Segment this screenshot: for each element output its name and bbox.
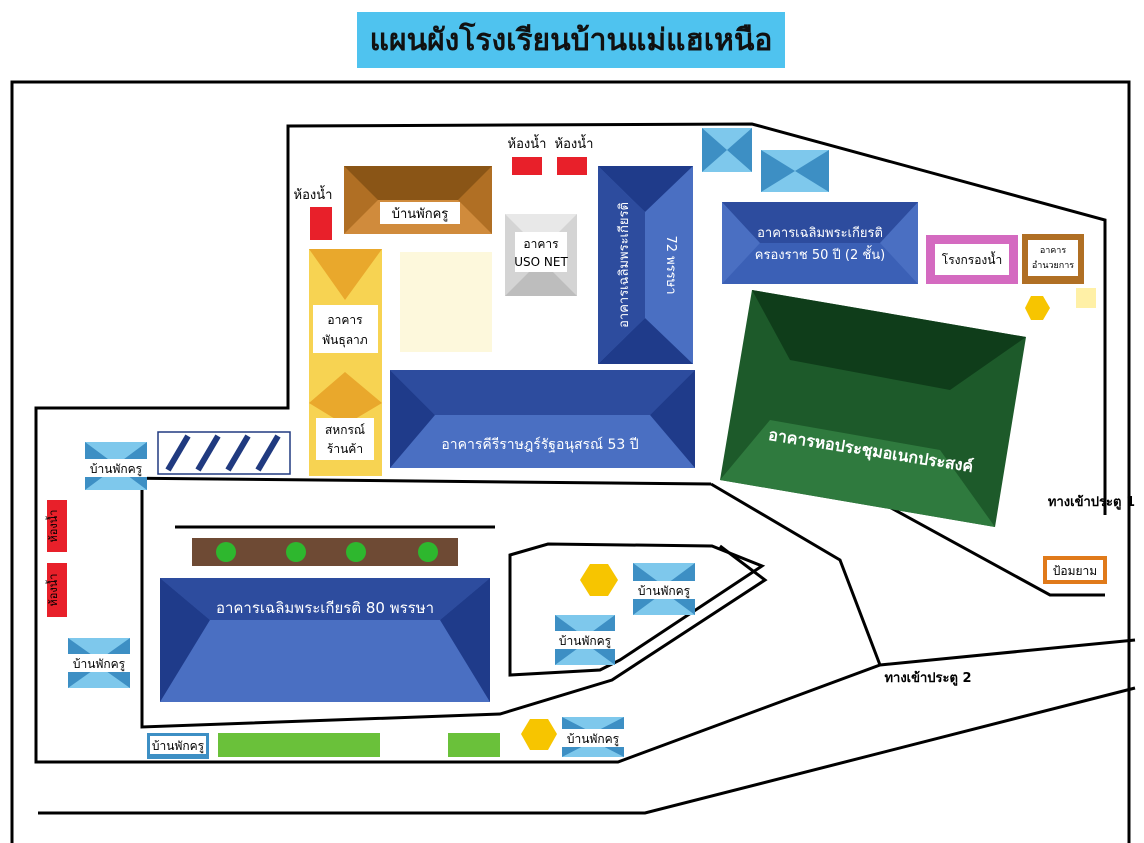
reign50-label-1: อาคารเฉลิมพระเกียรติ bbox=[757, 225, 883, 241]
admin-label-1: อาคาร bbox=[1040, 246, 1067, 256]
building-72-years[interactable]: อาคารเฉลิมพระเกียรติ 72 พรรษา bbox=[598, 166, 693, 364]
kiri-label: อาคารคีรีราษฎร์รัฐอนุสรณ์ 53 ปี bbox=[441, 436, 638, 453]
coop-shop[interactable]: สหกรณ์ ร้านค้า bbox=[309, 403, 382, 476]
outer-boundary bbox=[10, 80, 1131, 843]
guard-post-label: ป้อมยาม bbox=[1053, 564, 1097, 578]
hexagon-island bbox=[580, 564, 618, 596]
coop-label-2: ร้านค้า bbox=[327, 442, 363, 456]
teacher-house-top[interactable]: บ้านพักครู bbox=[344, 166, 492, 234]
phan-label-1: อาคาร bbox=[327, 313, 363, 327]
uso-net-building[interactable]: อาคาร USO NET bbox=[505, 214, 577, 296]
map-title-text: แผนผังโรงเรียนบ้านแม่แฮเหนือ bbox=[369, 22, 773, 58]
grass-strip-2 bbox=[448, 733, 500, 757]
inner-block-boundary bbox=[119, 476, 712, 486]
map-title: แผนผังโรงเรียนบ้านแม่แฮเหนือ bbox=[357, 12, 785, 68]
campus-boundary bbox=[34, 122, 1136, 764]
gate-2-label: ทางเข้าประตู 2 bbox=[884, 670, 971, 686]
road-line-lower bbox=[38, 686, 1136, 815]
teacher-house-left-1-label: บ้านพักครู bbox=[90, 462, 143, 477]
toilet-left-1[interactable]: ห้องน้ำ bbox=[45, 500, 67, 552]
teacher-house-left-2[interactable]: บ้านพักครู bbox=[68, 638, 130, 688]
garden-strip bbox=[192, 538, 458, 566]
building-80-years[interactable]: อาคารเฉลิมพระเกียรติ 80 พรรษา bbox=[160, 578, 490, 702]
parking-area bbox=[157, 431, 291, 475]
inner-road bbox=[710, 482, 882, 666]
uso-net-label-1: อาคาร bbox=[523, 237, 559, 251]
toilet-left-2[interactable]: ห้องน้ำ bbox=[45, 563, 67, 617]
hexagon-top-right bbox=[1025, 296, 1050, 320]
toilet-left-2-label: ห้องน้ำ bbox=[45, 574, 60, 607]
phan-building[interactable]: อาคาร พันธุลาภ bbox=[309, 249, 382, 403]
teacher-house-island-2-label: บ้านพักครู bbox=[559, 634, 612, 649]
teacher-house-top-label: บ้านพักครู bbox=[392, 207, 449, 222]
toilet-top-2-label: ห้องน้ำ bbox=[555, 134, 594, 152]
building-80-label: อาคารเฉลิมพระเกียรติ 80 พรรษา bbox=[216, 599, 434, 617]
toilet-left-top[interactable]: ห้องน้ำ bbox=[294, 185, 333, 240]
uso-net-label-2: USO NET bbox=[514, 255, 568, 269]
multipurpose-hall[interactable]: อาคารหอประชุมอเนกประสงค์ bbox=[720, 290, 1026, 527]
teacher-house-left-1[interactable]: บ้านพักครู bbox=[85, 442, 147, 490]
small-square-yellow bbox=[1076, 288, 1096, 308]
teacher-house-bottom-2[interactable]: บ้านพักครู bbox=[562, 717, 624, 757]
phan-label-2: พันธุลาภ bbox=[322, 333, 368, 348]
grass-strip-1 bbox=[218, 733, 380, 757]
water-filter-plant[interactable]: โรงกรองน้ำ bbox=[926, 235, 1018, 284]
toilet-top-1-label: ห้องน้ำ bbox=[508, 134, 547, 152]
hexagon-bottom bbox=[521, 719, 557, 750]
teacher-house-bottom-2-label: บ้านพักครู bbox=[567, 732, 620, 747]
building-72-label-a: อาคารเฉลิมพระเกียรติ bbox=[616, 202, 632, 328]
gate-1-label: ทางเข้าประตู 1 bbox=[1048, 494, 1135, 510]
small-house-top-2[interactable] bbox=[761, 150, 829, 192]
road-line-right bbox=[839, 478, 1105, 597]
toilet-top-1[interactable]: ห้องน้ำ bbox=[508, 134, 547, 175]
toilet-left-top-label: ห้องน้ำ bbox=[294, 185, 333, 203]
teacher-house-bottom-1[interactable]: บ้านพักครู bbox=[147, 733, 209, 759]
guard-post[interactable]: ป้อมยาม bbox=[1043, 556, 1107, 584]
toilet-top-2[interactable]: ห้องน้ำ bbox=[555, 134, 594, 175]
inner-courtyard bbox=[140, 478, 768, 729]
toilet-left-1-label: ห้องน้ำ bbox=[45, 510, 60, 543]
teacher-house-bottom-1-label: บ้านพักครู bbox=[152, 739, 205, 754]
water-plant-label: โรงกรองน้ำ bbox=[942, 251, 1002, 267]
teacher-house-island-2[interactable]: บ้านพักครู bbox=[555, 615, 615, 665]
teacher-house-island-1[interactable]: บ้านพักครู bbox=[633, 563, 695, 615]
kiri-building[interactable]: อาคารคีรีราษฎร์รัฐอนุสรณ์ 53 ปี bbox=[390, 370, 695, 468]
reign50-label-2: ครองราช 50 ปี (2 ชั้น) bbox=[755, 245, 885, 263]
teacher-house-island-1-label: บ้านพักครู bbox=[638, 584, 691, 599]
building-reign-50[interactable]: อาคารเฉลิมพระเกียรติ ครองราช 50 ปี (2 ชั… bbox=[722, 202, 918, 284]
admin-building[interactable]: อาคาร อำนวยการ bbox=[1022, 234, 1084, 284]
teacher-house-left-2-label: บ้านพักครู bbox=[73, 657, 126, 672]
open-area-yellow bbox=[400, 252, 492, 352]
building-72-label-b: 72 พรรษา bbox=[663, 235, 678, 294]
small-house-top-1[interactable] bbox=[702, 128, 752, 172]
coop-label-1: สหกรณ์ bbox=[325, 423, 365, 437]
admin-label-2: อำนวยการ bbox=[1032, 260, 1074, 271]
